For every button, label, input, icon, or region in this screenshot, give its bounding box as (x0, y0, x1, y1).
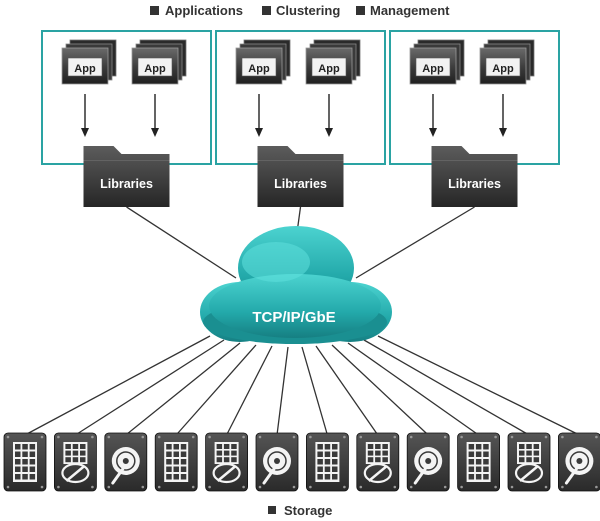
network-label: TCP/IP/GbE (252, 309, 335, 326)
app-window-icon: App (479, 39, 535, 85)
storage-link (347, 342, 479, 436)
storage-devices (3, 432, 600, 492)
hard-drive-icon (104, 432, 148, 492)
arrow-down-icon (151, 128, 159, 137)
legend-top: Applications Clustering Management (150, 3, 450, 18)
legend-bottom: Storage (268, 503, 332, 518)
storage-link (331, 344, 429, 436)
app-label: App (422, 63, 444, 75)
disk-array-icon (457, 432, 501, 492)
hard-drive-optical-icon (356, 432, 400, 492)
arrow-down-icon (255, 128, 263, 137)
storage-link (125, 342, 241, 436)
network-cloud: TCP/IP/GbE (200, 226, 392, 344)
disk-array-icon (305, 432, 349, 492)
legend-applications: Applications (165, 3, 243, 18)
hard-drive-optical-icon (507, 432, 551, 492)
hard-drive-optical-icon (205, 432, 249, 492)
app-label: App (74, 63, 96, 75)
storage-link (301, 346, 329, 436)
app-label: App (248, 63, 270, 75)
legend-square-icon (268, 506, 276, 514)
app-label: App (144, 63, 166, 75)
app-label: App (318, 63, 340, 75)
storage-link (377, 335, 580, 436)
storage-link (315, 345, 379, 436)
app-window-icon: App (305, 39, 361, 85)
arrow-down-icon (325, 128, 333, 137)
app-label: App (492, 63, 514, 75)
legend-square-icon (262, 6, 271, 15)
legend-clustering: Clustering (276, 3, 340, 18)
hard-drive-icon (255, 432, 299, 492)
app-window-icon: App (409, 39, 465, 85)
app-window-icon: App (61, 39, 117, 85)
hard-drive-optical-icon (54, 432, 97, 492)
node-link (355, 206, 475, 279)
libraries-label: Libraries (448, 177, 501, 191)
storage-link (276, 346, 289, 436)
app-window-icon: App (131, 39, 187, 85)
libraries-label: Libraries (100, 177, 153, 191)
legend-storage: Storage (284, 503, 332, 518)
cloud-icon (200, 226, 392, 344)
storage-link (363, 339, 530, 436)
arrow-down-icon (429, 128, 437, 137)
app-window-icon: App (235, 39, 291, 85)
storage-link (75, 339, 225, 436)
arrow-down-icon (499, 128, 507, 137)
hard-drive-icon (406, 432, 450, 492)
hard-drive-icon (558, 432, 600, 492)
node-link (126, 206, 237, 279)
storage-link (24, 335, 211, 436)
legend-management: Management (370, 3, 450, 18)
arrow-down-icon (81, 128, 89, 137)
libraries-folder-icon: Libraries (431, 146, 518, 207)
disk-array-icon (154, 432, 198, 492)
storage-link (175, 344, 257, 436)
disk-array-icon (3, 432, 47, 492)
libraries-folder-icon: Libraries (257, 146, 344, 207)
network-links (24, 206, 580, 436)
legend-square-icon (356, 6, 365, 15)
storage-link (226, 345, 273, 436)
libraries-folder-icon: Libraries (83, 146, 170, 207)
legend-square-icon (150, 6, 159, 15)
libraries-label: Libraries (274, 177, 327, 191)
